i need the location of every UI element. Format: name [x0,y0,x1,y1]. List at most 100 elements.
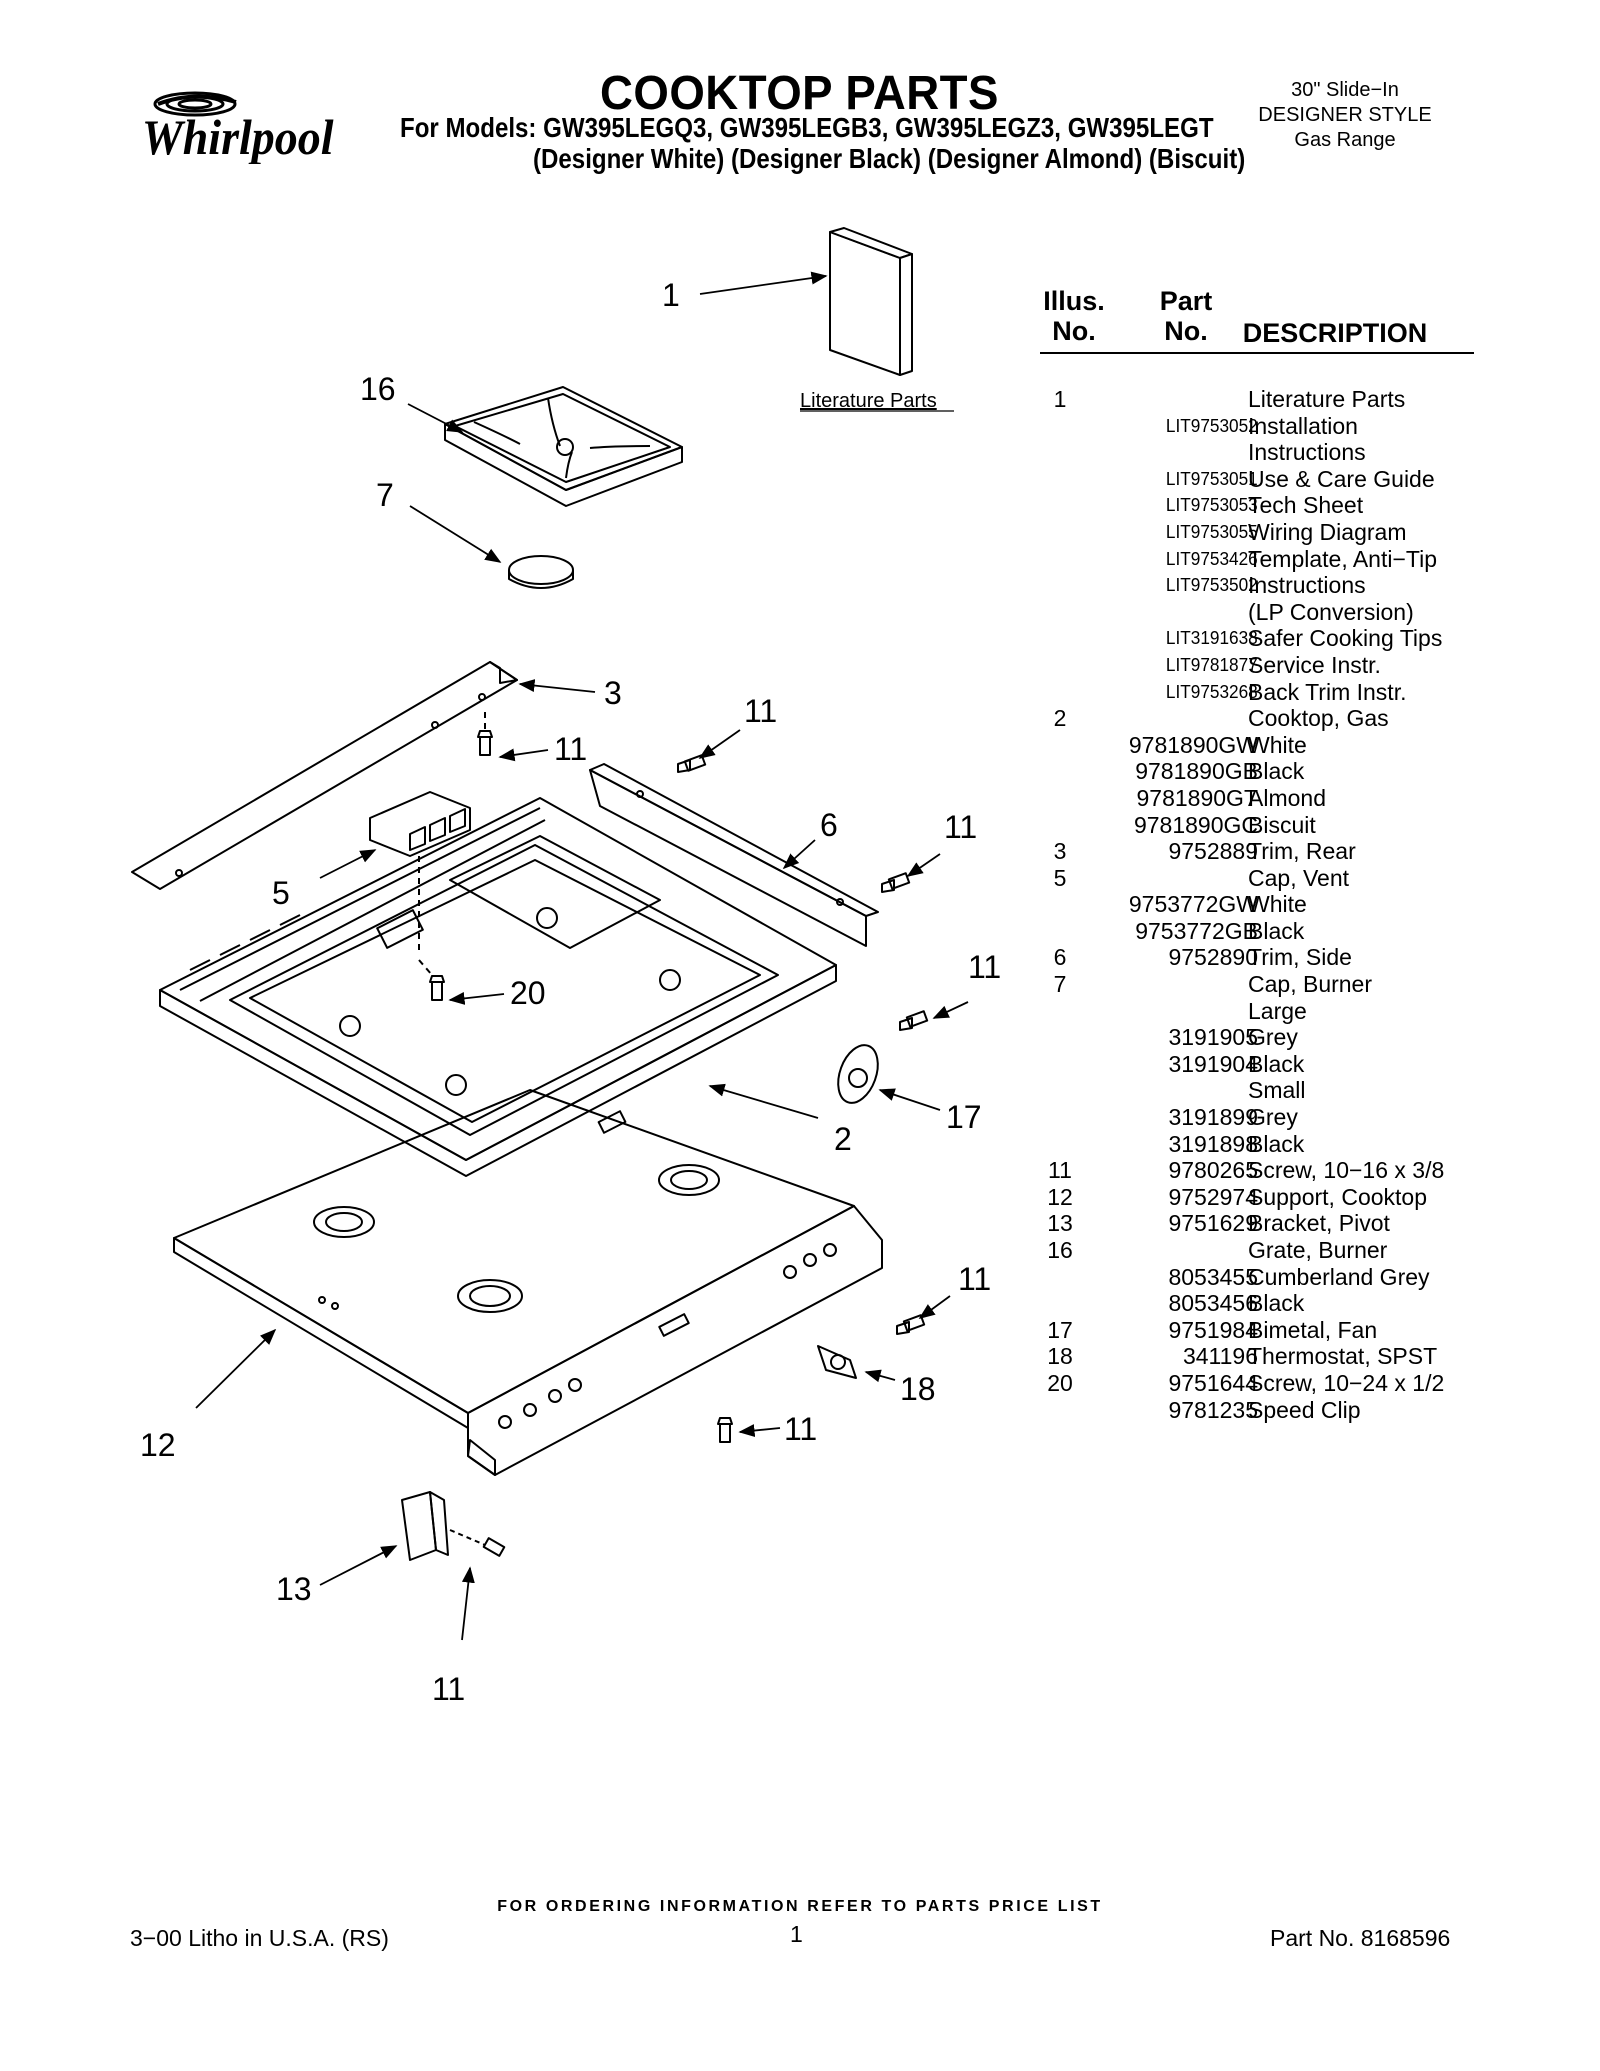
callout-11: 11 [968,949,1000,985]
description-cell: Installation [1248,412,1358,439]
models-line: For Models: GW395LEGQ3, GW395LEGB3, GW39… [400,112,1214,143]
part-number-cell: 3191904 [1168,1050,1258,1077]
screw-3 [477,730,493,756]
callout-11: 11 [784,1411,817,1447]
part-number-cell: 9753772GW [1128,891,1258,918]
part-number-cell: 3191899 [1168,1104,1258,1131]
illus-number: 3 [1053,838,1067,865]
description-cell: Almond [1248,784,1326,811]
description-cell: White [1248,731,1307,758]
range-fuel: Gas Range [1294,129,1396,151]
description-cell: Black [1248,1050,1305,1077]
description-cell: Literature Parts [1248,386,1406,412]
part-number-cell: LIT9781877 [1166,653,1258,675]
description-cell: Screw, 10−24 x 1/2 [1248,1369,1445,1396]
callout-1: 1 [662,277,680,313]
part-number-cell: LIT9753502 [1166,574,1258,596]
range-type: 30" Slide−In DESIGNER STYLE Gas Range [1250,78,1440,153]
literature-booklet [829,227,913,376]
parts-table-header: Illus. No. Part No. DESCRIPTION [1036,286,1476,356]
description-cell: Grey [1248,1104,1298,1131]
range-style: DESIGNER STYLE [1258,104,1432,126]
description-cell: White [1248,891,1307,918]
part-number-cell: 9781890GC [1133,811,1258,838]
part-number-cell: LIT9753426 [1166,547,1258,569]
rear-trim [131,661,518,890]
description-cell: Black [1248,1130,1305,1157]
callout-6: 6 [820,807,838,843]
description-cell: Small [1248,1077,1306,1104]
thermostat [817,1345,857,1379]
description-cell: Grate, Burner [1248,1237,1388,1263]
description-cell: Cumberland Grey [1248,1263,1430,1290]
description-cell: Grey [1248,1024,1298,1051]
description-cell: Trim, Side [1248,944,1352,971]
description-cell: Support, Cooktop [1248,1183,1428,1210]
description-cell: Biscuit [1248,811,1316,838]
literature-parts-label: Literature Parts [800,390,937,412]
pivot-bracket [401,1491,486,1561]
part-number-cell: 9751644 [1168,1369,1258,1396]
part-number-cell: 9780265 [1168,1157,1258,1184]
callout-20: 20 [510,975,546,1011]
cooktop-support [173,1089,883,1476]
side-trim [589,763,879,947]
range-size: 30" Slide−In [1291,79,1399,101]
burner-cap [508,555,574,589]
description-cell: Instructions [1248,439,1366,466]
callout-2: 2 [834,1121,852,1157]
part-number-cell: LIT9753051 [1166,467,1258,489]
description-cell: Use & Care Guide [1248,465,1435,492]
description-cell: Large [1248,997,1307,1024]
screw-side-3 [899,1010,929,1031]
callout-13: 13 [276,1571,312,1607]
description-cell: Black [1248,917,1305,944]
description-cell: Tech Sheet [1248,492,1364,519]
parts-row: Small [1036,1077,1506,1104]
parts-row: Large [1036,998,1506,1025]
description-cell: Safer Cooking Tips [1248,625,1443,652]
part-number-cell: 3191905 [1168,1024,1258,1051]
description-cell: (LP Conversion) [1248,598,1414,625]
part-number-cell: 9781235 [1168,1396,1258,1423]
callout-5: 5 [272,875,290,911]
description-cell: Speed Clip [1248,1396,1361,1423]
part-number-cell: LIT9753052 [1166,414,1258,436]
description-header: DESCRIPTION [1242,318,1428,348]
part-number-cell: 9781890GT [1136,784,1258,811]
callout-11: 11 [944,809,977,845]
illus-number: 12 [1047,1183,1073,1210]
screw-13 [482,1537,506,1557]
illus-number: 11 [1048,1157,1072,1184]
illus-number: 18 [1047,1343,1073,1370]
description-cell: Cap, Burner [1248,971,1373,998]
description-cell: Bimetal, Fan [1248,1316,1378,1343]
whirlpool-logo: Whirlpool [142,91,334,164]
description-cell: Screw, 10−16 x 3/8 [1248,1157,1445,1184]
illus-number: 7 [1053,971,1067,998]
description-cell: Cap, Vent [1248,864,1350,891]
callout-17: 17 [946,1099,982,1135]
illus-number: 6 [1053,944,1067,971]
svg-text:Whirlpool: Whirlpool [142,110,334,164]
header-rule [1040,352,1474,354]
description-cell: Back Trim Instr. [1248,678,1407,705]
callout-11: 11 [958,1261,991,1297]
